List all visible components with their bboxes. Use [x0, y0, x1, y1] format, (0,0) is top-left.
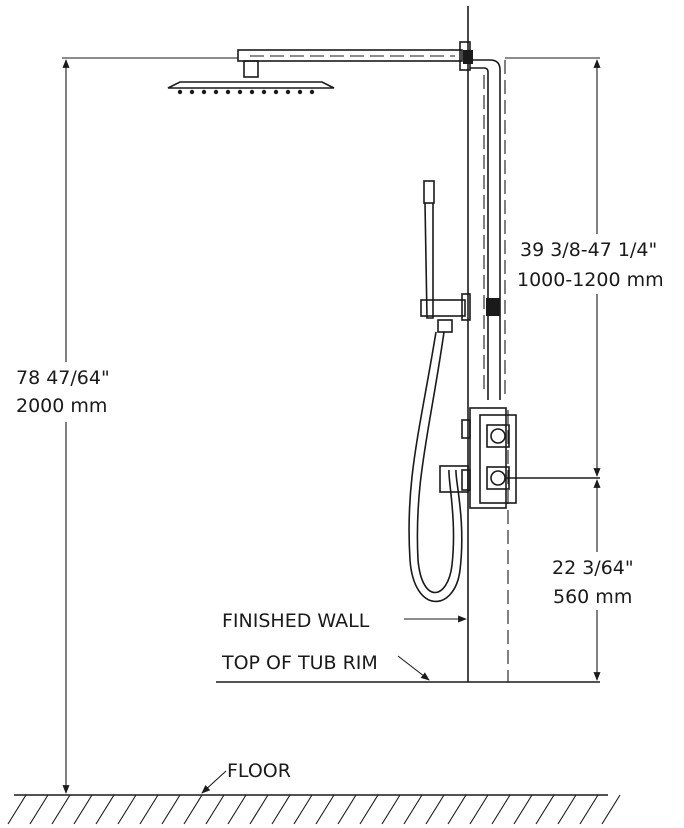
hose-inner: [416, 331, 455, 594]
riser-pipe: [470, 59, 501, 400]
shower-head-nozzle: [225, 89, 231, 95]
floor-hatch-stroke: [315, 794, 335, 825]
floor-hatch-stroke: [293, 794, 313, 825]
shower-head-nozzle: [177, 89, 183, 95]
floor-leader: [201, 770, 227, 794]
valve-body: [461, 407, 600, 509]
total-height-metric: 2000 mm: [16, 395, 107, 417]
valve-upper-port-ring: [490, 428, 506, 444]
floor-hatch-stroke: [271, 794, 291, 825]
tub-rim-leader: [397, 655, 430, 681]
floor-hatch-stroke: [447, 794, 467, 825]
total-height-imperial: 78 47/64": [16, 367, 110, 389]
valve-height-imperial: 22 3/64": [552, 557, 634, 579]
valve-housing: [479, 414, 517, 504]
floor-hatch: [7, 794, 621, 825]
floor-hatch-stroke: [557, 794, 577, 825]
valve-outer-box: [469, 407, 507, 509]
floor-hatch-stroke: [535, 794, 555, 825]
floor-hatch-stroke: [381, 794, 401, 825]
holder-wall-plate: [461, 293, 471, 321]
shower-head-nozzle: [297, 89, 303, 95]
hand-shower-handle: [424, 202, 434, 319]
floor-hatch-stroke: [183, 794, 203, 825]
arm-height-label-bg: [514, 234, 680, 294]
riser-inner: [470, 67, 489, 400]
floor-hatch-stroke: [7, 794, 27, 825]
valve-lower-port-ring: [490, 470, 506, 486]
shower-arm: [237, 49, 463, 62]
shower-head-nozzle: [213, 89, 219, 95]
hand-shower-holder: [420, 299, 466, 317]
floor-hatch-stroke: [513, 794, 533, 825]
floor-label: FLOOR: [227, 760, 291, 782]
floor-hatch-stroke: [51, 794, 71, 825]
total-height-label-bg: [8, 362, 128, 422]
shower-head-swivel: [243, 60, 259, 78]
hand-shower-assembly: [408, 180, 471, 603]
floor-hatch-stroke: [95, 794, 115, 825]
shower-head-nozzle: [309, 89, 315, 95]
floor-hatch-stroke: [491, 794, 511, 825]
floor-hatch-stroke: [29, 794, 49, 825]
dimension-valve-height: 22 3/64" 560 mm: [540, 479, 652, 681]
callout-finished-wall: FINISHED WALL: [222, 610, 467, 632]
callout-floor: FLOOR: [201, 760, 291, 794]
shower-head-nozzle: [285, 89, 291, 95]
riser-joint: [486, 298, 500, 316]
valve-trim-top: [461, 419, 471, 439]
floor-hatch-stroke: [469, 794, 489, 825]
floor-hatch-stroke: [337, 794, 357, 825]
valve-height-metric: 560 mm: [553, 586, 632, 608]
hose-outlet: [439, 465, 469, 493]
shower-head-nozzle: [273, 89, 279, 95]
callout-tub-rim: TOP OF TUB RIM: [221, 652, 430, 681]
hose-outer: [408, 331, 463, 603]
finished-wall-label: FINISHED WALL: [222, 610, 370, 632]
finished-wall: [467, 6, 509, 682]
shower-head-assembly: [167, 41, 473, 95]
shower-head-nozzle: [201, 89, 207, 95]
floor-hatch-stroke: [139, 794, 159, 825]
valve-height-label-bg: [540, 552, 652, 610]
floor-hatch-stroke: [579, 794, 599, 825]
floor-hatch-stroke: [227, 794, 247, 825]
floor-hatch-stroke: [205, 794, 225, 825]
floor-hatch-stroke: [73, 794, 93, 825]
riser-outer: [470, 59, 501, 400]
shower-head-nozzle: [189, 89, 195, 95]
dimension-arm-height: 39 3/8-47 1/4" 1000-1200 mm: [514, 59, 680, 477]
tub-rim-label: TOP OF TUB RIM: [221, 652, 378, 674]
hand-shower-head: [423, 180, 435, 204]
holder-slider: [437, 319, 453, 333]
valve-upper-port: [486, 424, 510, 448]
floor-hatch-stroke: [425, 794, 445, 825]
shower-head-nozzle: [237, 89, 243, 95]
floor-hatch-strokes: [7, 794, 621, 825]
arm-height-imperial: 39 3/8-47 1/4": [520, 239, 657, 261]
shower-head-plate: [167, 81, 335, 89]
floor-hatch-stroke: [403, 794, 423, 825]
floor-hatch-stroke: [249, 794, 269, 825]
shower-head-nozzle: [261, 89, 267, 95]
floor-hatch-stroke: [117, 794, 137, 825]
valve-trim-bottom: [461, 469, 471, 491]
dimension-total-height: 78 47/64" 2000 mm: [8, 59, 128, 794]
floor-hatch-stroke: [161, 794, 181, 825]
arm-height-metric: 1000-1200 mm: [517, 269, 664, 291]
shower-head-nozzles: [177, 89, 315, 95]
floor-hatch-stroke: [359, 794, 379, 825]
shower-arm-flange-dark: [463, 50, 473, 64]
floor-hatch-stroke: [601, 794, 621, 825]
shower-head-nozzle: [249, 89, 255, 95]
